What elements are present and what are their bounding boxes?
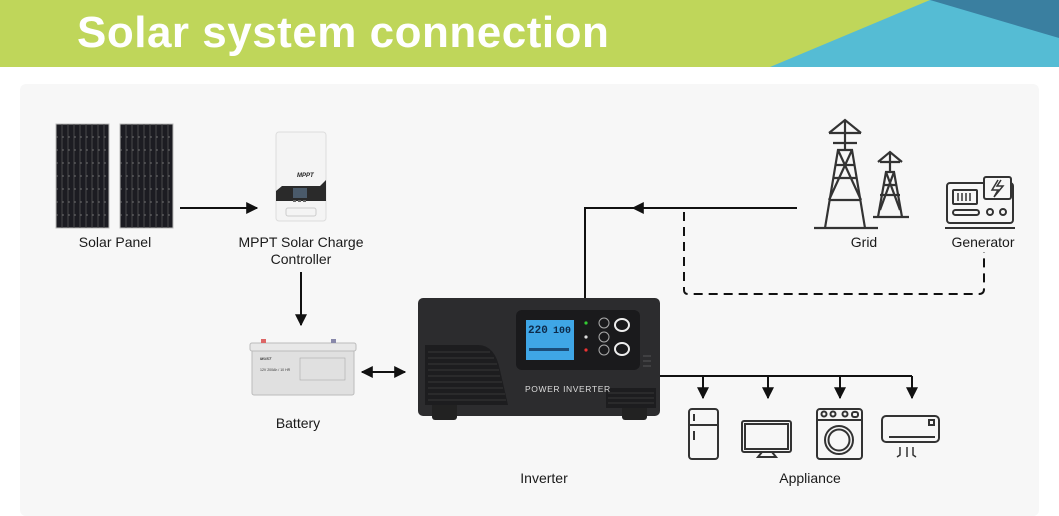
grid-label: Grid [850,234,878,250]
lcd-voltage: 220 [528,325,548,337]
battery-label: Battery [275,415,321,431]
controller-label-line1: MPPT Solar Charge [238,234,364,250]
appliance-washing-machine-icon [816,408,863,460]
header-decoration [770,0,1059,67]
battery-icon: MUST 12V 200Ah / 10 HR [249,339,357,396]
solar-panel-icon [55,123,174,229]
generator-icon [945,176,1015,229]
battery-brand: MUST [260,356,272,361]
inverter-icon: 220 100 POWER INVERTER [418,298,660,420]
inverter-brand-text: POWER INVERTER [525,384,611,394]
light-blue-triangle [770,0,1059,67]
inverter-label: Inverter [520,470,568,486]
appliance-refrigerator-icon [688,408,719,460]
appliance-air-conditioner-icon [881,415,940,458]
controller-label-line2: Controller [270,251,332,267]
header-banner: Solar system connection [0,0,1059,67]
solar-panel-label: Solar Panel [78,234,152,250]
page-title: Solar system connection [77,8,610,57]
lcd-percent: 100 [553,326,571,337]
dark-blue-triangle [930,0,1059,38]
controller-brand-text: MPPT [297,173,315,179]
solar-panel-1 [55,123,110,229]
appliance-television-icon [741,420,792,458]
grid-tower-icon [814,118,909,230]
generator-label: Generator [951,234,1015,250]
inverter-lcd [526,320,574,360]
charge-controller-icon: MPPT [275,131,327,222]
battery-spec: 12V 200Ah / 10 HR [260,368,291,372]
line-grid-to-inverter [584,207,797,298]
appliance-label: Appliance [779,470,841,486]
dashed-line-generator-to-inverter [683,212,985,295]
solar-panel-2 [119,123,174,229]
